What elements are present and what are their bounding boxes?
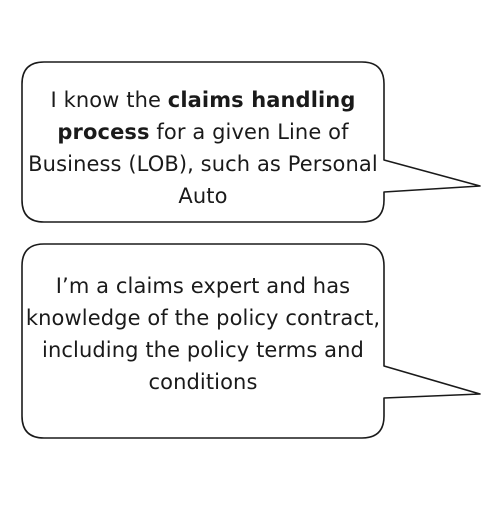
speech-bubble-2-text: I’m a claims expert and has knowledge of… — [25, 274, 381, 394]
speech-bubble-1-text: I know the claims handling process for a… — [22, 84, 384, 212]
speech-bubble-2 — [21, 243, 481, 439]
speech-bubble-1 — [21, 61, 481, 223]
bubble-1-text-bold: claims handling process — [57, 88, 356, 144]
bubble-1-text-after: for a given Line of Business (LOB), such… — [28, 120, 378, 208]
bubble-1-text-before: I know the — [50, 88, 168, 112]
